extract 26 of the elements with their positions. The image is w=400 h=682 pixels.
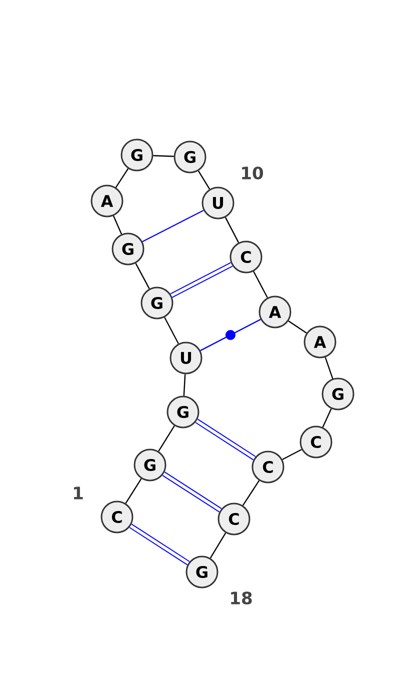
backbone-line bbox=[288, 320, 307, 334]
backbone-line bbox=[158, 425, 175, 452]
backbone-line bbox=[164, 317, 179, 344]
base-pair-line bbox=[200, 318, 261, 352]
backbone-line bbox=[242, 480, 260, 506]
backbone-line bbox=[125, 478, 142, 504]
backbone-line bbox=[282, 448, 302, 460]
position-number: 1 bbox=[74, 486, 83, 500]
backbone-line bbox=[183, 374, 186, 396]
base-pair-line bbox=[162, 472, 222, 512]
position-number: 18 bbox=[231, 592, 252, 604]
backbone-line bbox=[253, 271, 268, 298]
backbone-line bbox=[112, 216, 122, 234]
backbone-line bbox=[135, 263, 150, 289]
backbone-line bbox=[224, 217, 240, 243]
backbone-line bbox=[198, 170, 210, 190]
backbone-line bbox=[153, 155, 174, 157]
base-pair-line bbox=[170, 262, 233, 298]
backbone-line bbox=[322, 408, 332, 428]
base-pair-line bbox=[129, 524, 190, 566]
backbone-line bbox=[115, 168, 129, 188]
base-pair-line bbox=[142, 210, 204, 242]
backbone-line bbox=[210, 532, 226, 558]
position-number: 10 bbox=[242, 166, 264, 180]
backbone-line bbox=[324, 357, 334, 379]
base-pair-line bbox=[195, 418, 256, 460]
